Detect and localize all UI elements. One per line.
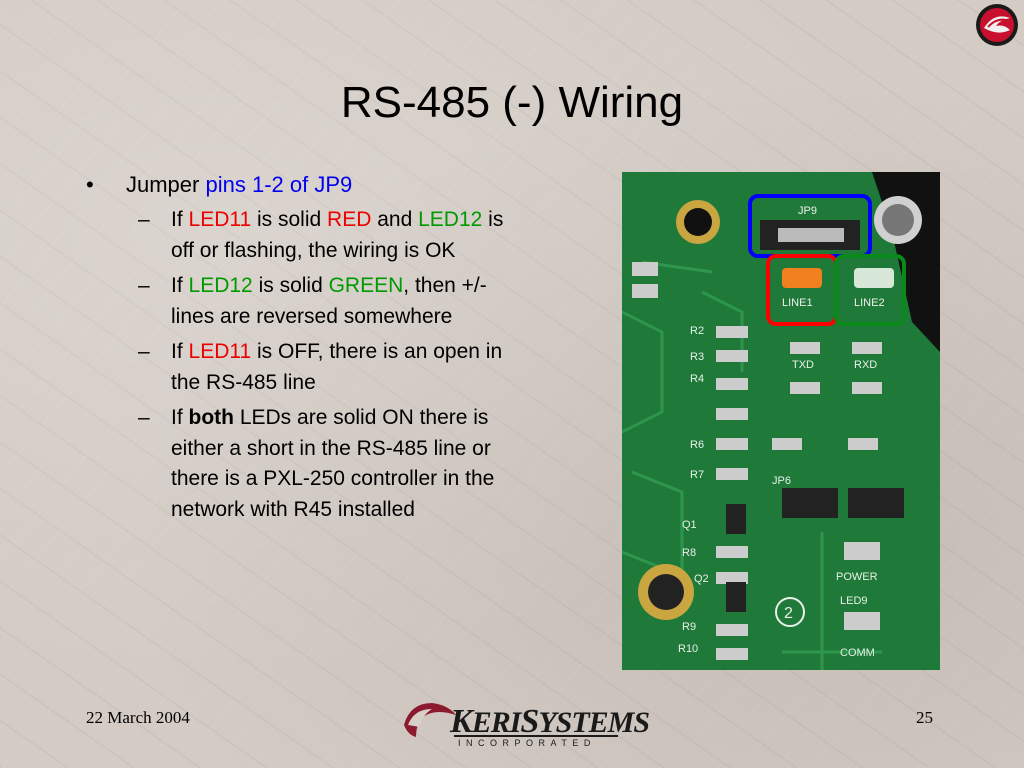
label-power: POWER (836, 571, 878, 583)
label-jp6: JP6 (772, 475, 791, 487)
label-jp9: JP9 (798, 205, 817, 217)
logo-k: K (450, 703, 473, 740)
dash-symbol: – (138, 406, 150, 429)
led11-label: LED11 (188, 340, 252, 363)
bullet-text: Jumper (126, 172, 206, 197)
text: and (371, 208, 419, 231)
text: is solid (251, 208, 328, 231)
subbullet-4: – If both LEDs are solid ON there is eit… (86, 403, 506, 525)
label-r8: R8 (682, 547, 696, 559)
footer-date: 22 March 2004 (86, 708, 190, 727)
logo-brand-text: KERISYSTEMS (450, 703, 650, 741)
green-label: GREEN (328, 274, 404, 297)
led12-highlight-box (834, 254, 906, 326)
logo-rule (454, 735, 618, 737)
label-line2: LINE2 (854, 297, 885, 309)
dash-symbol: – (138, 208, 150, 231)
label-led9: LED9 (840, 595, 868, 607)
label-number: 2 (784, 605, 793, 622)
pcb-photo: JP9 LINE1 LINE2 R2 R3 (622, 172, 940, 670)
label-comm: COMM (840, 647, 875, 659)
label-r3: R3 (690, 351, 704, 363)
label-r2: R2 (690, 325, 704, 337)
led12-label: LED12 (418, 208, 483, 231)
bullet-jumper: • Jumper pins 1-2 of JP9 (86, 170, 506, 200)
label-line1: LINE1 (782, 297, 813, 309)
bullet-highlight: pins 1-2 of JP9 (205, 172, 353, 197)
text: is solid (252, 274, 329, 297)
keri-logo-icon (976, 4, 1018, 46)
label-r4: R4 (690, 373, 704, 385)
label-q1: Q1 (682, 519, 697, 531)
red-label: RED (327, 208, 372, 231)
label-r10: R10 (678, 643, 698, 655)
subbullet-3: – If LED11 is OFF, there is an open in t… (86, 337, 506, 398)
led11-label: LED11 (188, 208, 252, 231)
text: If (171, 406, 189, 429)
text: If (171, 340, 189, 363)
label-r6: R6 (690, 439, 704, 451)
label-txd: TXD (792, 359, 814, 371)
slide-content: • Jumper pins 1-2 of JP9 – If LED11 is s… (86, 170, 506, 525)
keri-swoosh-icon (404, 703, 456, 737)
text: LEDs are solid ON there is either a shor… (171, 406, 495, 521)
slide-title: RS-485 (-) Wiring (340, 78, 684, 127)
logo-ystems: YSTEMS (538, 706, 650, 739)
logo-eri: ERI (471, 706, 522, 739)
subbullet-1: – If LED11 is solid RED and LED12 is off… (86, 205, 506, 266)
text: is off or flashing, the wiring is OK (171, 208, 504, 262)
bullet-symbol: • (86, 172, 94, 197)
text: If (171, 274, 189, 297)
subbullet-2: – If LED12 is solid GREEN, then +/- line… (86, 271, 506, 332)
led12-label: LED12 (188, 274, 253, 297)
label-q2: Q2 (694, 573, 709, 585)
both-label: both (188, 406, 234, 429)
label-r7: R7 (690, 469, 704, 481)
text: is OFF, there is an open in the RS-485 l… (171, 340, 503, 394)
label-r9: R9 (682, 621, 696, 633)
text: , then +/- lines are reversed somewhere (171, 274, 487, 328)
footer-page-number: 25 (916, 708, 933, 727)
label-rxd: RXD (854, 359, 877, 371)
logo-s: S (520, 703, 539, 740)
keri-systems-logo: KERISYSTEMS INCORPORATED (398, 695, 650, 753)
dash-symbol: – (138, 340, 150, 363)
logo-subtitle: INCORPORATED (458, 738, 596, 748)
dash-symbol: – (138, 274, 150, 297)
text: If (171, 208, 189, 231)
